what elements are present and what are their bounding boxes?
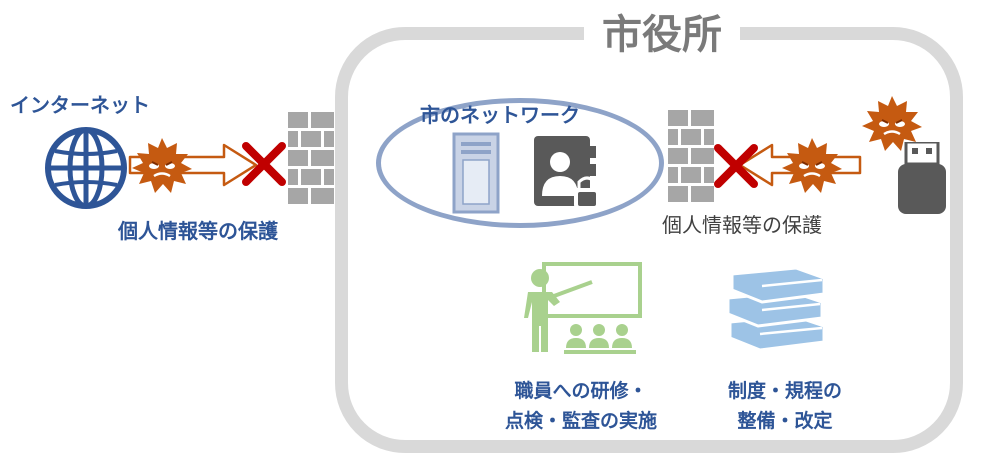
firewall-icon	[288, 112, 334, 204]
training-label-line1: 職員への研修・	[514, 380, 648, 402]
network-oval	[376, 98, 664, 228]
virus-icon	[132, 138, 192, 194]
protection-label-right: 個人情報等の保護	[662, 213, 822, 237]
rules-label: 制度・規程の 整備・改定	[700, 376, 870, 436]
city-hall-title: 市役所	[584, 4, 740, 66]
usb-drive-icon	[895, 142, 949, 216]
block-x-icon	[712, 142, 760, 190]
virus-icon	[862, 96, 922, 152]
secure-contact-icon	[532, 134, 606, 212]
block-x-icon	[240, 140, 288, 188]
internet-label: インターネット	[10, 93, 150, 117]
books-icon	[724, 262, 828, 352]
training-label: 職員への研修・ 点検・監査の実施	[486, 376, 676, 436]
virus-icon	[782, 138, 842, 194]
training-label-line2: 点検・監査の実施	[504, 410, 657, 432]
rules-label-line1: 制度・規程の	[727, 380, 842, 402]
globe-icon	[42, 124, 130, 212]
rules-label-line2: 整備・改定	[737, 410, 833, 432]
firewall-icon	[668, 110, 714, 202]
training-icon	[520, 262, 644, 356]
network-label: 市のネットワーク	[420, 103, 580, 127]
city-hall-boundary	[335, 27, 963, 453]
protection-label-left: 個人情報等の保護	[118, 219, 278, 243]
server-icon	[452, 132, 500, 214]
